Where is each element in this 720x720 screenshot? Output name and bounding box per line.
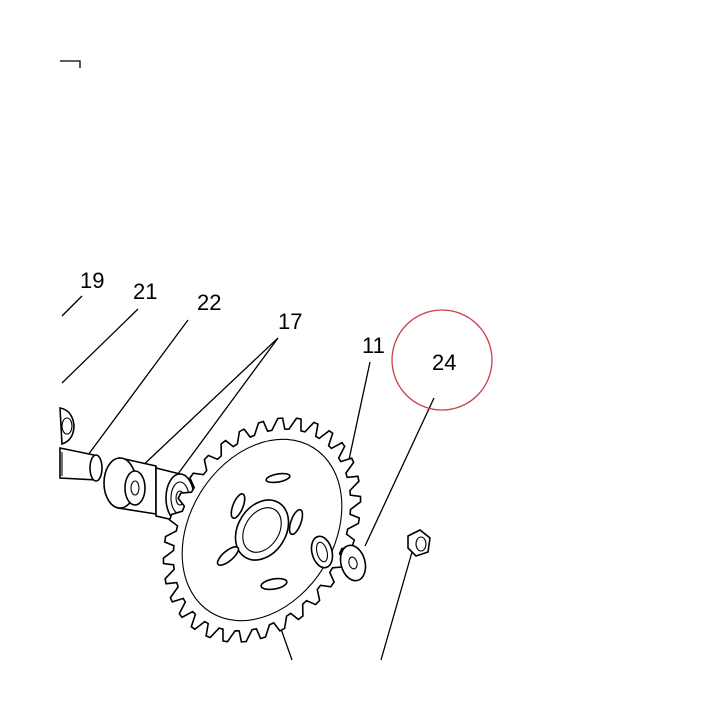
corner-mark — [60, 60, 81, 68]
callout-11: 11 — [362, 333, 385, 358]
highlight-circle — [391, 309, 493, 411]
shaft-assembly — [59, 407, 103, 482]
washer-24 — [339, 544, 367, 582]
circlip-11 — [310, 535, 334, 569]
callout-24: 24 — [432, 350, 456, 375]
callout-22: 22 — [197, 290, 221, 315]
callout-19: 19 — [80, 268, 104, 293]
callout-21: 21 — [133, 279, 157, 304]
nut — [407, 529, 431, 557]
callout-17: 17 — [278, 309, 302, 334]
sprocket-gear — [162, 417, 362, 643]
leader-lines — [61, 295, 435, 661]
spacer-22 — [103, 457, 157, 515]
